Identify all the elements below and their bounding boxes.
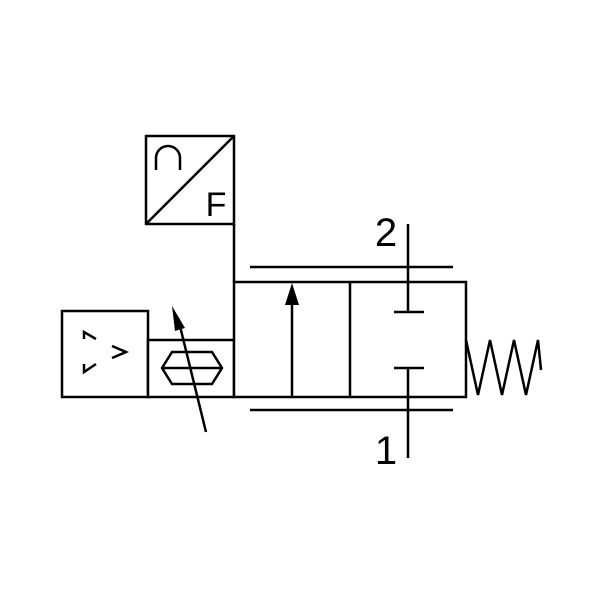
amplifier-triangle-lower-icon xyxy=(82,362,97,375)
converter-block: F xyxy=(144,134,236,226)
amplifier-arrow-icon xyxy=(111,344,130,360)
amplifier-block xyxy=(60,309,150,399)
spring-return-icon xyxy=(464,339,543,396)
flow-arrow-head-icon xyxy=(285,283,299,305)
current-symbol-icon xyxy=(154,144,182,170)
valve-body xyxy=(232,280,468,399)
proportional-arrow xyxy=(172,306,208,433)
converter-diagonal xyxy=(145,135,235,225)
converter-label: F xyxy=(206,186,227,224)
proportional-arrow-head-icon xyxy=(172,306,185,331)
amplifier-triangle-upper-icon xyxy=(82,329,97,341)
port-1-label: 1 xyxy=(375,429,397,473)
proportional-arrow-shaft xyxy=(176,317,208,433)
amplifier-box xyxy=(60,309,150,399)
port-2-label: 2 xyxy=(375,211,397,255)
